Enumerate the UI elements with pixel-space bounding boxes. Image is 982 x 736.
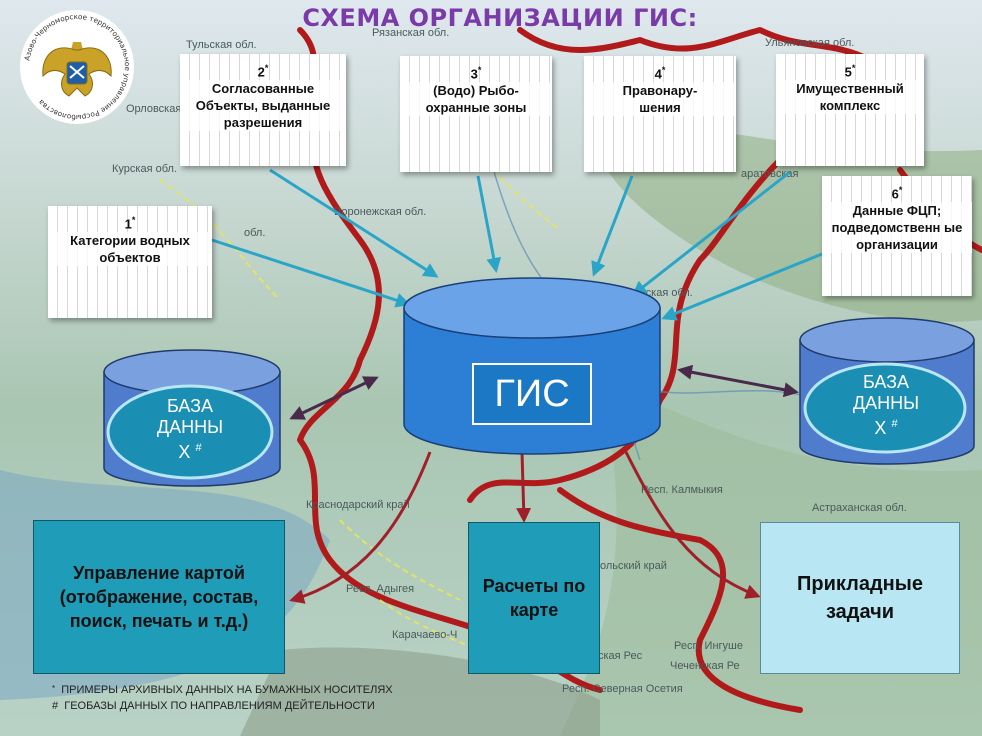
source-card-number: 1* [124, 215, 136, 232]
arrow-gis-to-map-control [289, 451, 432, 604]
left-database-cylinder [103, 349, 281, 487]
map-control-box: Управление картой (отображение, состав, … [33, 520, 285, 674]
region-label: Рязанская обл. [372, 27, 450, 39]
region-label: Респ. Северная Осетия [562, 683, 683, 695]
region-label: Воронежская обл. [334, 206, 427, 218]
source-card-5: 5* Имущественный комплекс [776, 54, 924, 166]
right-database-cylinder [799, 317, 975, 465]
region-label: Краснодарский край [306, 499, 410, 511]
region-label: Курская обл. [112, 163, 177, 175]
region-label: обл. [244, 227, 266, 239]
region-label: Ульяновская обл. [765, 37, 855, 49]
applied-tasks-box: Прикладные задачи [760, 522, 960, 674]
source-card-1: 1* Категории водных объектов [48, 206, 212, 318]
arrow-source2-to-gis [269, 168, 439, 278]
region-label: Респ. Калмыкия [641, 484, 723, 496]
footnote-1: * ПРИМЕРЫ АРХИВНЫХ ДАННЫХ НА БУМАЖНЫХ НО… [52, 684, 393, 696]
region-label: Чеченская Ре [670, 660, 740, 672]
calculations-box: Расчеты по карте [468, 522, 600, 674]
source-card-text: Согласованные Объекты, выданные разрешен… [180, 80, 346, 132]
emblem-logo: Азово-Черноморское территориальное управ… [20, 10, 134, 124]
source-card-2: 2* Согласованные Объекты, выданные разре… [180, 54, 346, 166]
source-card-text: Данные ФЦП; подведомственн ые организаци… [822, 202, 972, 254]
source-card-number: 5* [844, 63, 856, 80]
source-card-number: 3* [470, 65, 482, 82]
source-card-text: Категории водных объектов [48, 232, 212, 267]
arrow-source6-to-gis [661, 252, 823, 321]
arrow-source4-to-gis [591, 175, 634, 277]
source-card-4: 4* Правонару-шения [584, 56, 736, 172]
source-card-number: 6* [891, 185, 903, 202]
gis-label: ГИС [472, 363, 592, 425]
region-label: Тульская обл. [186, 39, 257, 51]
region-label: Респ. Ингуше [674, 640, 743, 652]
source-card-text: Правонару-шения [584, 82, 736, 117]
arrow-source3-to-gis [476, 175, 502, 273]
arrow-gis-to-calculations [516, 451, 532, 523]
footnote-2: # ГЕОБАЗЫ ДАННЫХ ПО НАПРАВЛЕНИЯМ ДЕЙТЕЛЬ… [52, 700, 375, 712]
region-label: ольский край [600, 560, 667, 572]
diagram-title: СХЕМА ОРГАНИЗАЦИИ ГИС: [302, 4, 698, 32]
arrow-gis-right-db [677, 364, 799, 398]
region-label: Карачаево-Ч [392, 629, 458, 641]
source-card-number: 4* [654, 65, 666, 82]
arrow-source1-to-gis [211, 238, 411, 308]
source-card-6: 6* Данные ФЦП; подведомственн ые организ… [822, 176, 972, 296]
source-card-text: Имущественный комплекс [776, 80, 924, 115]
gis-database-cylinder [403, 277, 661, 455]
region-label: Респ. Адыгея [346, 583, 415, 595]
right-database-label: БАЗА ДАННЫ Х # [852, 372, 920, 438]
arrow-gis-to-applied [624, 451, 761, 599]
source-card-text: (Водо) Рыбо-охранные зоны [400, 82, 552, 117]
region-label: Астраханская обл. [812, 502, 907, 514]
source-card-3: 3* (Водо) Рыбо-охранные зоны [400, 56, 552, 172]
arrow-gis-left-db [289, 376, 379, 420]
source-card-number: 2* [257, 63, 269, 80]
left-database-label: БАЗА ДАННЫ Х # [156, 396, 224, 462]
region-label: Орловская [126, 103, 182, 115]
region-label: ская Рес [598, 650, 643, 662]
arrow-source5-to-gis [631, 170, 791, 296]
